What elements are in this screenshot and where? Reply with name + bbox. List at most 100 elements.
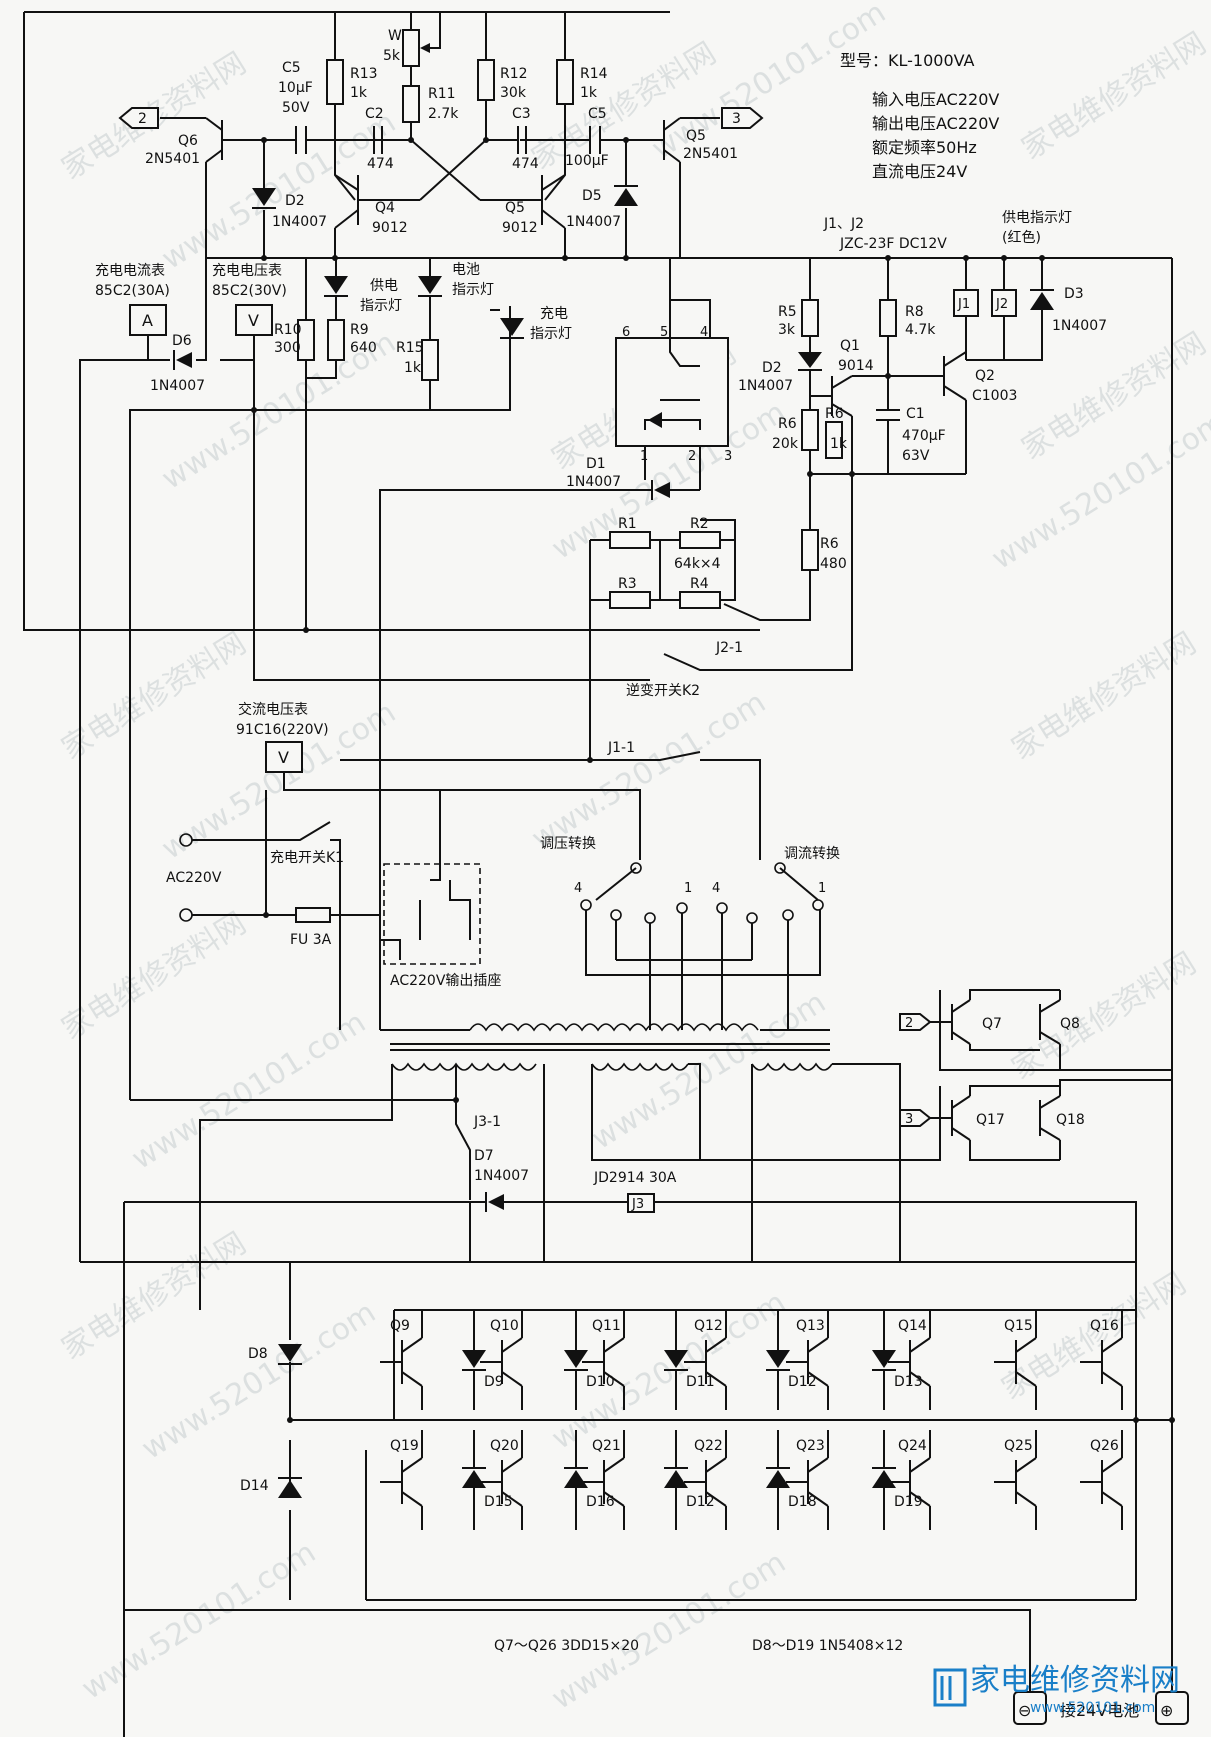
- watermark-cn: 家电维修资料网: [1016, 26, 1211, 167]
- diode-d2-control: [798, 352, 822, 368]
- power-transistor-label: Q22: [694, 1438, 723, 1454]
- tap-i-pos-3[interactable]: [746, 912, 758, 924]
- resistor-r3: [609, 591, 651, 609]
- r8-value: 4.7k: [905, 322, 936, 338]
- tap-i-pos-4[interactable]: [716, 902, 728, 914]
- c5b-label: C5: [588, 106, 607, 122]
- watermark-url: www.520101.com: [156, 105, 402, 277]
- amp-meter: [129, 304, 167, 336]
- transformer-secondary-3: [751, 1062, 833, 1071]
- r6a-label: R6: [778, 416, 797, 432]
- power-diode-label: D9: [484, 1374, 504, 1390]
- power-diode-d11: [664, 1350, 688, 1368]
- capacitor-c5-left: [295, 126, 307, 154]
- battery-negative-terminal[interactable]: [1013, 1691, 1047, 1725]
- j2-label: J2: [995, 297, 1008, 312]
- transistor-q2: [943, 351, 967, 401]
- volt-meter-value: 85C2(30V): [212, 283, 287, 299]
- tap-i-common[interactable]: [774, 862, 786, 874]
- watermark-url: www.520101.com: [526, 685, 772, 857]
- power-diode-label: D12: [788, 1374, 817, 1390]
- tap-switches: 调压转换 调流转换 4 1 4 1: [540, 835, 840, 1030]
- r5-value: 3k: [778, 322, 796, 338]
- d6-value: 1N4007: [150, 378, 205, 394]
- power-transistor-q13: [786, 1310, 829, 1410]
- battery-section: ⊖ ⊕ 接24V电池: [124, 1609, 1189, 1725]
- resistor-r14: [556, 59, 574, 105]
- power-transistor-label: Q16: [1090, 1318, 1119, 1334]
- power-transistor-q23: [786, 1430, 829, 1530]
- r11-label: R11: [428, 86, 456, 102]
- power-transistor-label: Q19: [390, 1438, 419, 1454]
- spec-output: 输出电压AC220V: [872, 114, 999, 133]
- transformer-primary: [469, 1023, 759, 1032]
- diode-d3: [1030, 292, 1054, 310]
- power-transistor-q9: [380, 1310, 423, 1410]
- tap-v-pos-1[interactable]: [676, 902, 688, 914]
- r6a-value: 20k: [772, 436, 799, 452]
- oscillator-section: R13 1k W 5k R11 2.7k R12 30k R14 1k C2: [23, 11, 764, 631]
- power-transistor-label: Q12: [694, 1318, 723, 1334]
- port-2-top-label: 2: [138, 111, 147, 127]
- tap-v-pos-3[interactable]: [610, 909, 622, 921]
- tap-v-pos-4[interactable]: [580, 899, 592, 911]
- power-transistor-q19: [380, 1430, 423, 1530]
- volt-meter-symbol: V: [248, 311, 259, 330]
- indicator-red-color: (红色): [1002, 229, 1041, 246]
- resistor-bank: R1 R2 R3 R4 64k×4: [587, 516, 736, 763]
- power-transistor-label: Q20: [490, 1438, 519, 1454]
- power-diode-d9: [462, 1350, 486, 1368]
- power-diode-label: D18: [788, 1494, 817, 1510]
- power-diode-label: D11: [686, 1374, 715, 1390]
- volt-meter-label: 充电电压表: [212, 263, 282, 279]
- led-power: [324, 276, 348, 294]
- relay-value: JZC-23F DC12V: [839, 236, 947, 252]
- transformer: J3-1 D7 1N4007 JD2914 30A J3: [123, 1023, 1137, 1737]
- d3-value: 1N4007: [1052, 318, 1107, 334]
- ac-input-section: 交流电压表 91C16(220V) V J1-1 AC220V 充电开关K1 F…: [166, 701, 761, 1030]
- r6c-label: R6: [820, 536, 839, 552]
- tap-i-pos-1[interactable]: [812, 899, 824, 911]
- power-diode-d16: [564, 1470, 588, 1488]
- transistor-q5: [650, 117, 681, 163]
- power-diode-label: D15: [484, 1494, 513, 1510]
- port-2-bottom-label: 2: [905, 1016, 913, 1031]
- r15-label: R15: [396, 340, 424, 356]
- led-charge-label: 充电: [540, 306, 568, 322]
- diode-d8: [278, 1344, 302, 1362]
- tap-num-1b: 1: [818, 881, 826, 896]
- power-transistor-label: Q25: [1004, 1438, 1033, 1454]
- resistor-r1: [609, 531, 651, 549]
- q6-label: Q6: [178, 133, 198, 149]
- j3-coil-label: J3: [631, 1197, 644, 1212]
- tap-num-1a: 1: [684, 881, 692, 896]
- j3-label: JD2914 30A: [593, 1170, 677, 1186]
- tap-v-pos-2[interactable]: [644, 912, 656, 924]
- socket-label: AC220V输出插座: [390, 973, 501, 989]
- k2-label: 逆变开关K2: [626, 683, 700, 699]
- r15-value: 1k: [404, 360, 422, 376]
- power-diode-label: D16: [586, 1494, 615, 1510]
- q5-label: Q5: [686, 128, 706, 144]
- r-group-label: 64k×4: [674, 556, 721, 572]
- tap-i-pos-2[interactable]: [782, 909, 794, 921]
- opto-pin-3: 3: [724, 449, 732, 464]
- d14-label: D14: [240, 1478, 269, 1494]
- power-diode-d18: [766, 1470, 790, 1488]
- tap-v-common[interactable]: [630, 862, 642, 874]
- power-transistor-q25: [994, 1430, 1037, 1530]
- tap-num-4b: 4: [712, 881, 720, 896]
- c1-label: C1: [906, 406, 925, 422]
- battery-positive-terminal[interactable]: [1155, 1691, 1189, 1725]
- c5a-volt: 50V: [282, 100, 310, 116]
- q5b-label: Q5: [505, 200, 525, 216]
- r5-label: R5: [778, 304, 797, 320]
- r6c-value: 480: [820, 556, 847, 572]
- led-batt-label: 电池: [452, 262, 480, 278]
- ac-input-label: AC220V: [166, 870, 222, 886]
- c5a-label: C5: [282, 60, 301, 76]
- watermark-url: www.520101.com: [126, 1005, 372, 1177]
- power-transistor-q16: [1080, 1310, 1123, 1410]
- j1-1-label: J1-1: [607, 740, 635, 756]
